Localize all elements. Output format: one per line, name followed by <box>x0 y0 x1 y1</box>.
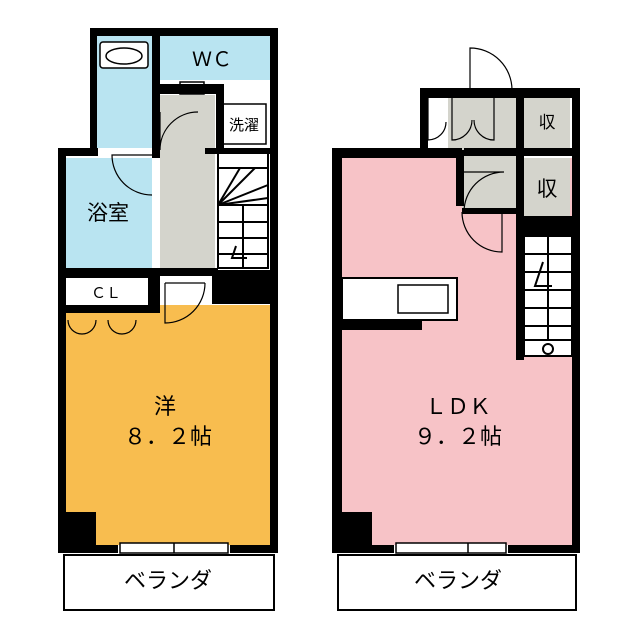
right-staircase <box>523 235 573 357</box>
western-room <box>66 305 270 545</box>
storage-upper <box>524 98 570 148</box>
entrance-lower <box>462 155 518 210</box>
right-walls <box>332 88 580 553</box>
entrance-hall <box>448 98 516 153</box>
right-balcony <box>337 554 577 611</box>
left-doors <box>67 111 206 335</box>
wc-label: ＷＣ <box>192 47 232 71</box>
laundry-space <box>221 103 267 145</box>
left-balcony <box>63 554 275 611</box>
storage-lower <box>524 158 570 216</box>
hallway <box>160 95 215 270</box>
ldk-name: ＬＤＫ <box>425 395 491 420</box>
kitchen-sink <box>397 284 449 314</box>
right-window <box>395 542 507 554</box>
storage-label-lower: 収 <box>537 177 558 201</box>
closet <box>66 278 148 305</box>
storage-label-upper: 収 <box>539 113 556 133</box>
balcony-label-right: ベランダ <box>414 569 502 594</box>
bath-label: 浴室 <box>87 201 129 225</box>
western-room-name: 洋 <box>154 395 176 420</box>
western-room-size: ８．２帖 <box>124 425 212 450</box>
balcony-label-left: ベランダ <box>124 569 212 594</box>
left-walls <box>58 28 278 553</box>
left-window <box>119 542 229 554</box>
right-doors <box>427 47 513 253</box>
left-staircase <box>217 149 269 269</box>
ldk-size: ９．２帖 <box>414 425 502 450</box>
bathroom <box>66 158 152 268</box>
kitchen-counter <box>341 277 458 330</box>
closet-label: ＣＬ <box>91 284 121 302</box>
wc-room <box>157 36 270 80</box>
laundry-label: 洗濯 <box>229 116 259 134</box>
